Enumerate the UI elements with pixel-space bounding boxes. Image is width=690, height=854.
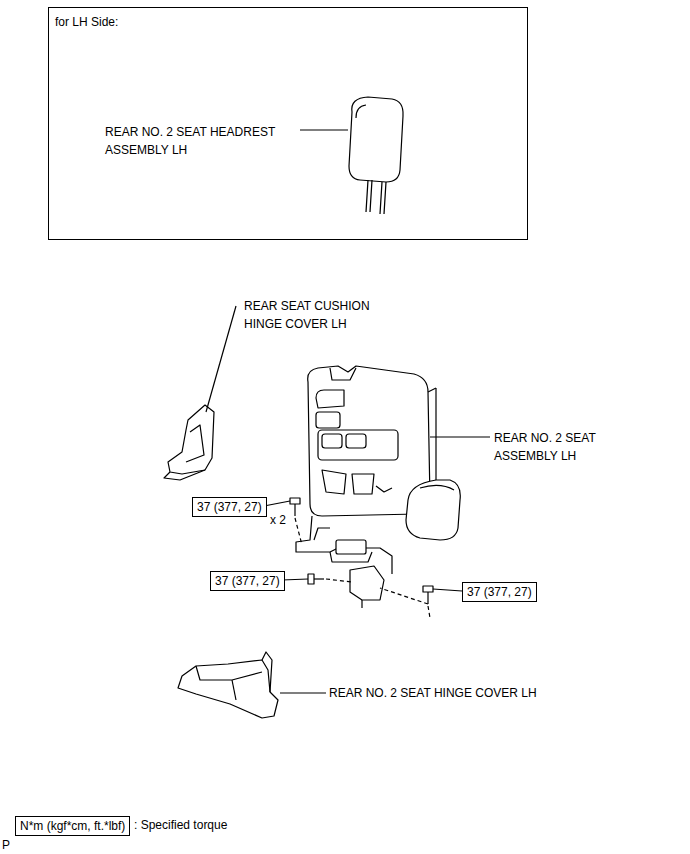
torque-box: 37 (377, 27) [210, 571, 285, 591]
legend-text: : Specified torque [134, 816, 227, 834]
torque-box: 37 (377, 27) [462, 582, 537, 602]
torque-value: 37 (377, 27) [210, 571, 285, 591]
part-name: REAR NO. 2 SEAT ASSEMBLY LH [494, 429, 629, 465]
part-name: REAR NO. 2 SEAT HINGE COVER LH [329, 684, 537, 702]
legend-sample: N*m (kgf*cm, ft.*lbf) [15, 816, 130, 836]
part-name: REAR NO. 2 SEAT HEADREST ASSEMBLY LH [105, 123, 295, 159]
torque-value: 37 (377, 27) [192, 497, 267, 517]
note-frame: for LH Side: REAR NO. 2 SEAT HEADREST ASS… [48, 7, 528, 240]
note-text: for LH Side: [55, 13, 118, 31]
torque-value: 37 (377, 27) [462, 582, 537, 602]
quantity-label: x 2 [270, 511, 286, 529]
legend-box: N*m (kgf*cm, ft.*lbf): Specified torque [15, 816, 228, 836]
figure-code: P [2, 836, 10, 854]
torque-box: 37 (377, 27) [192, 497, 267, 517]
part-name: REAR SEAT CUSHION HINGE COVER LH [244, 297, 394, 333]
